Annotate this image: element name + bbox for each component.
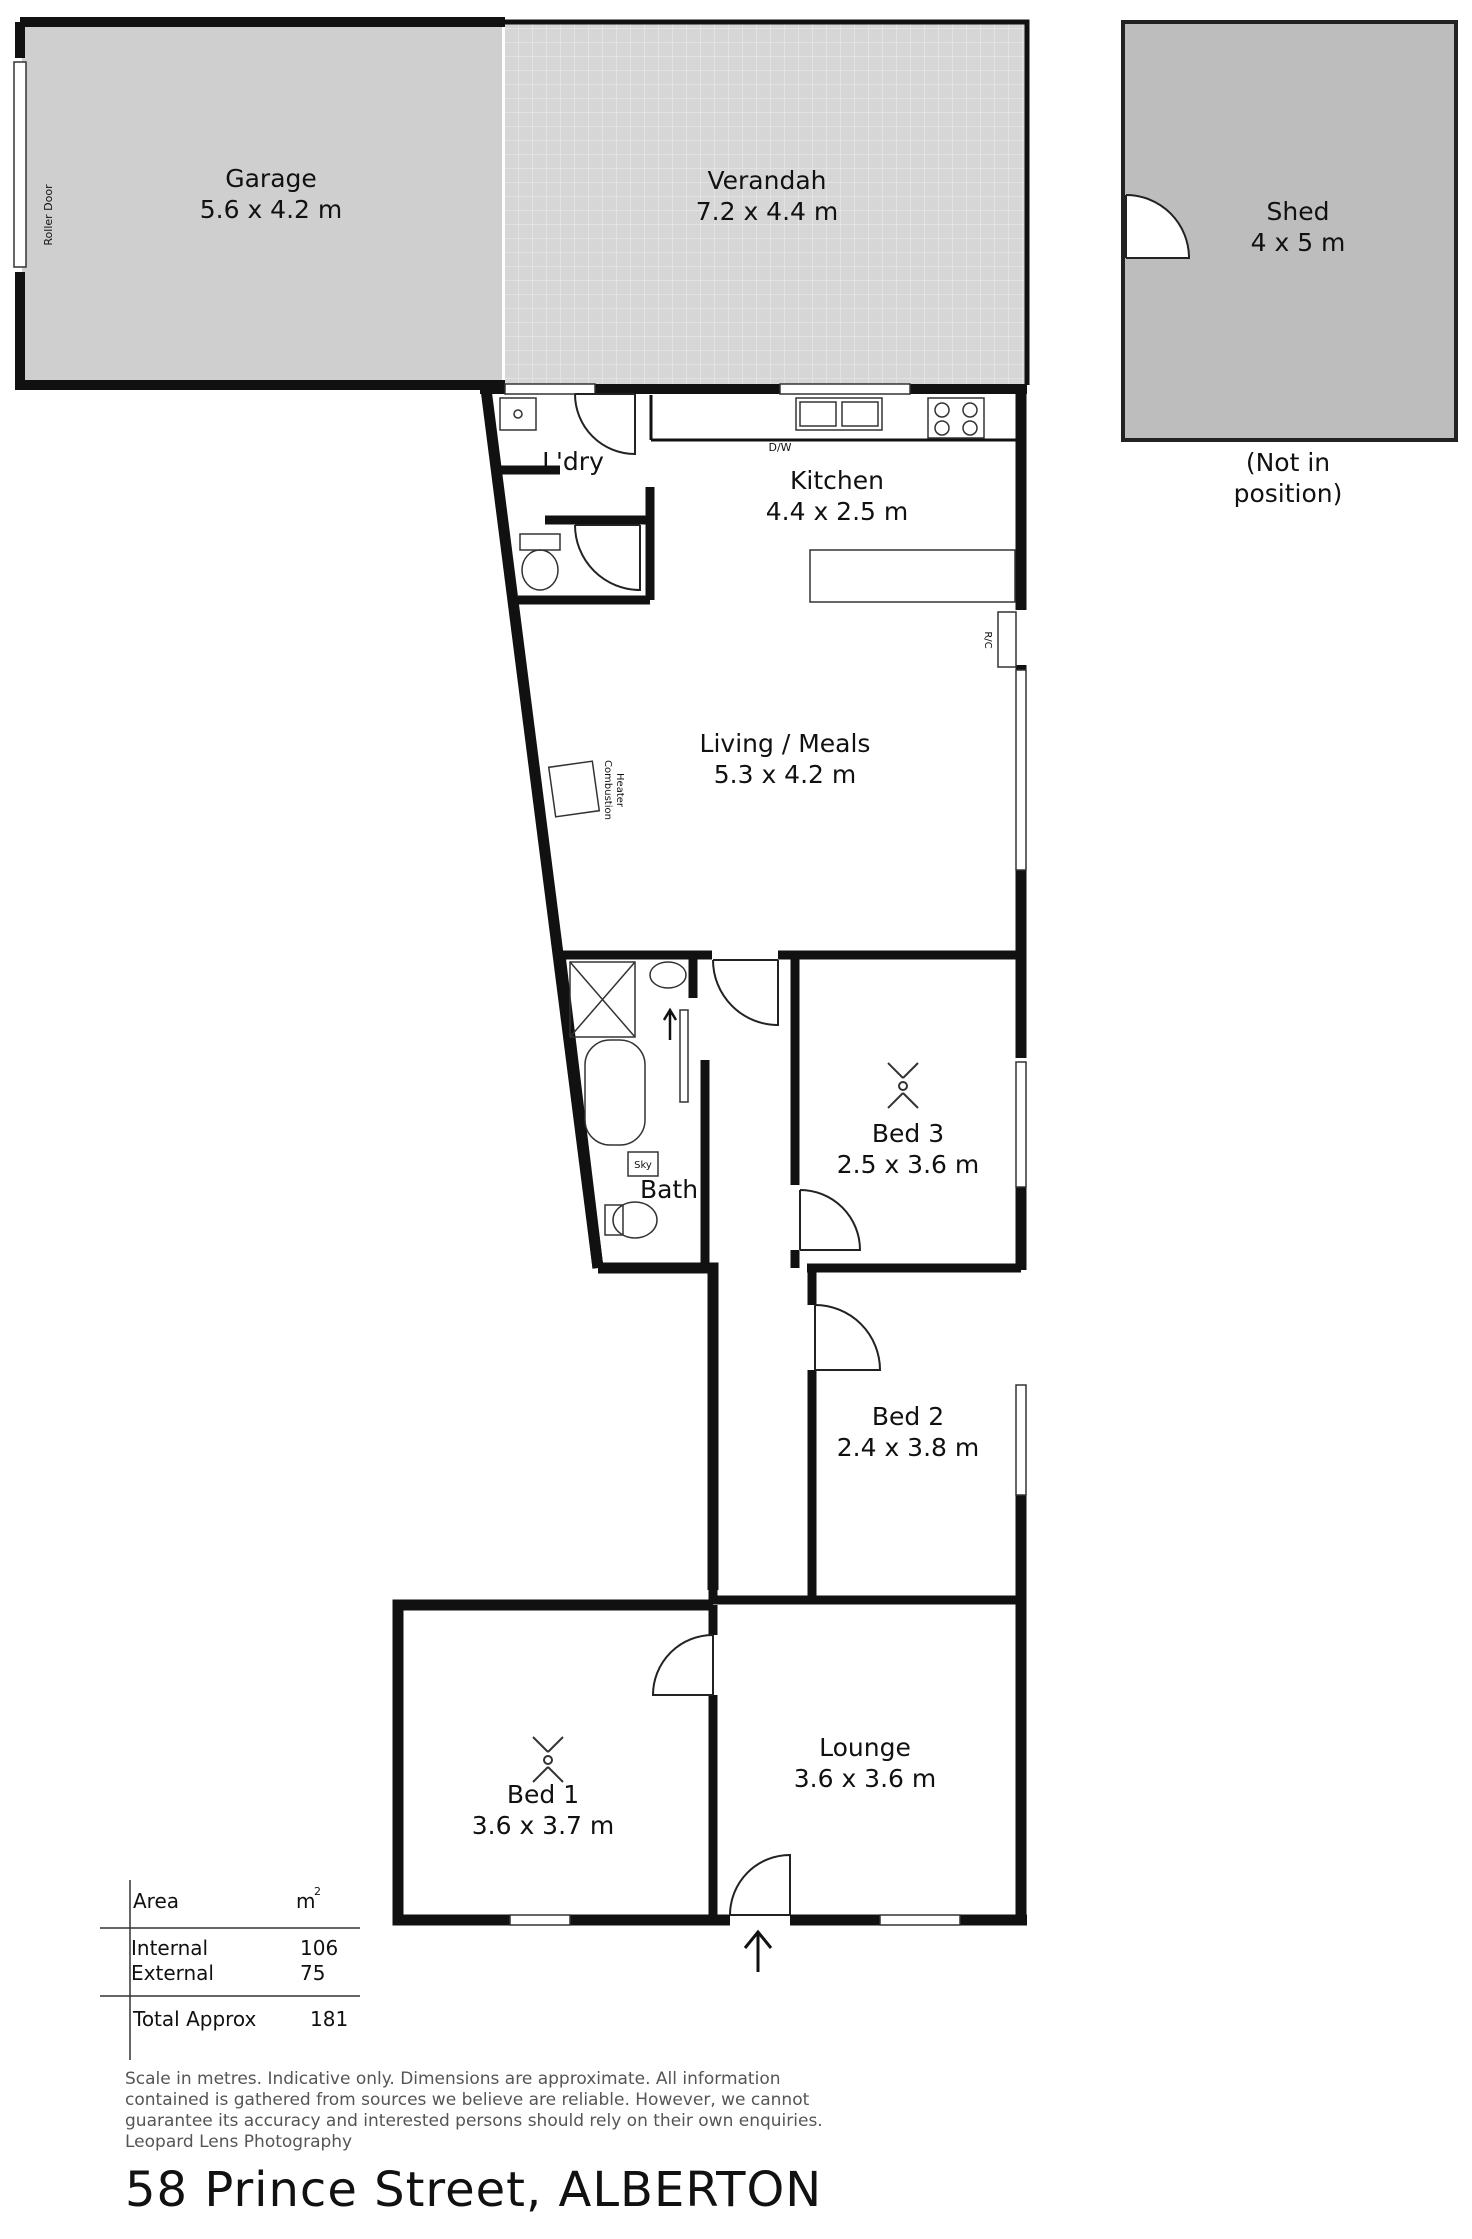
shower-icon xyxy=(569,961,636,1038)
combustion-heater-icon xyxy=(547,760,601,818)
garage-area xyxy=(13,17,515,390)
shed-name: Shed xyxy=(1267,197,1330,226)
shed-note-line2: position) xyxy=(1234,479,1343,508)
area-header-unit-sup: 2 xyxy=(314,1885,321,1898)
living-size: 5.3 x 4.2 m xyxy=(714,760,857,789)
internal-label: Internal xyxy=(131,1936,208,1960)
disclaimer: Scale in metres. Indicative only. Dimens… xyxy=(125,2069,823,2152)
total-label: Total Approx xyxy=(132,2007,257,2031)
bathtub-icon xyxy=(584,1039,646,1146)
disclaimer-line4: Leopard Lens Photography xyxy=(125,2132,352,2152)
skylight-icon xyxy=(627,1151,659,1177)
verandah-name: Verandah xyxy=(707,166,826,195)
heater-label-line1: Combustion xyxy=(602,760,613,820)
kitchen-size: 4.4 x 2.5 m xyxy=(766,497,909,526)
up-arrow-icon xyxy=(662,1007,678,1040)
cooktop-icon xyxy=(927,397,985,439)
lounge-size: 3.6 x 3.6 m xyxy=(794,1764,937,1793)
dishwasher-label: D/W xyxy=(768,441,791,454)
area-header-unit: m xyxy=(296,1889,315,1913)
windows xyxy=(504,383,1027,1926)
kitchen-sink-icon xyxy=(795,397,883,431)
living-name: Living / Meals xyxy=(700,729,871,758)
total-value: 181 xyxy=(310,2007,348,2031)
kitchen-name: Kitchen xyxy=(790,466,884,495)
fixtures xyxy=(499,397,1017,1239)
doors xyxy=(574,393,882,1916)
garage-size: 5.6 x 4.2 m xyxy=(200,195,343,224)
towel-rail xyxy=(679,1009,689,1103)
ceiling-fan-icon xyxy=(887,1062,919,1109)
external-label: External xyxy=(131,1961,214,1985)
property-address: 58 Prince Street, ALBERTON xyxy=(125,2162,822,2218)
area-header-label: Area xyxy=(133,1889,179,1913)
skylight-label: Sky xyxy=(634,1160,652,1171)
basin-icon xyxy=(649,961,687,989)
roller-door-label: Roller Door xyxy=(42,184,55,246)
bed3-size: 2.5 x 3.6 m xyxy=(837,1150,980,1179)
rc-unit xyxy=(997,611,1017,668)
shed-size: 4 x 5 m xyxy=(1251,228,1346,257)
bed1-name: Bed 1 xyxy=(507,1780,579,1809)
disclaimer-line2: contained is gathered from sources we be… xyxy=(125,2090,810,2110)
shed-door xyxy=(1125,194,1191,259)
lounge-name: Lounge xyxy=(819,1733,911,1762)
shed-note-line1: (Not in xyxy=(1246,448,1330,477)
laundry-tub-icon xyxy=(499,397,537,431)
garage-name: Garage xyxy=(225,164,317,193)
laundry-name: L'dry xyxy=(542,447,604,476)
roller-door xyxy=(13,61,27,268)
bath-toilet-icon xyxy=(612,1201,658,1239)
bed2-size: 2.4 x 3.8 m xyxy=(837,1433,980,1462)
verandah-size: 7.2 x 4.4 m xyxy=(696,197,839,226)
area-table: Area m 2 Internal 106 External 75 Total … xyxy=(100,1880,360,2060)
bath-name: Bath xyxy=(640,1175,698,1204)
ceiling-fan-icon xyxy=(532,1736,564,1783)
disclaimer-line1: Scale in metres. Indicative only. Dimens… xyxy=(125,2069,781,2089)
disclaimer-line3: guarantee its accuracy and interested pe… xyxy=(125,2111,823,2131)
heater-label-line2: Heater xyxy=(614,773,625,808)
external-value: 75 xyxy=(300,1961,325,1985)
bed3-name: Bed 3 xyxy=(872,1119,944,1148)
toilet-icon xyxy=(519,533,561,551)
verandah-area xyxy=(505,19,1030,385)
rc-label: R/C xyxy=(982,631,993,648)
shed-area xyxy=(1121,20,1458,442)
internal-value: 106 xyxy=(300,1936,338,1960)
entry-arrow-icon xyxy=(743,1929,773,1972)
bed2-name: Bed 2 xyxy=(872,1402,944,1431)
island-bench xyxy=(809,549,1016,603)
bed1-size: 3.6 x 3.7 m xyxy=(472,1811,615,1840)
room-labels: Garage 5.6 x 4.2 m Verandah 7.2 x 4.4 m … xyxy=(200,164,1346,1840)
